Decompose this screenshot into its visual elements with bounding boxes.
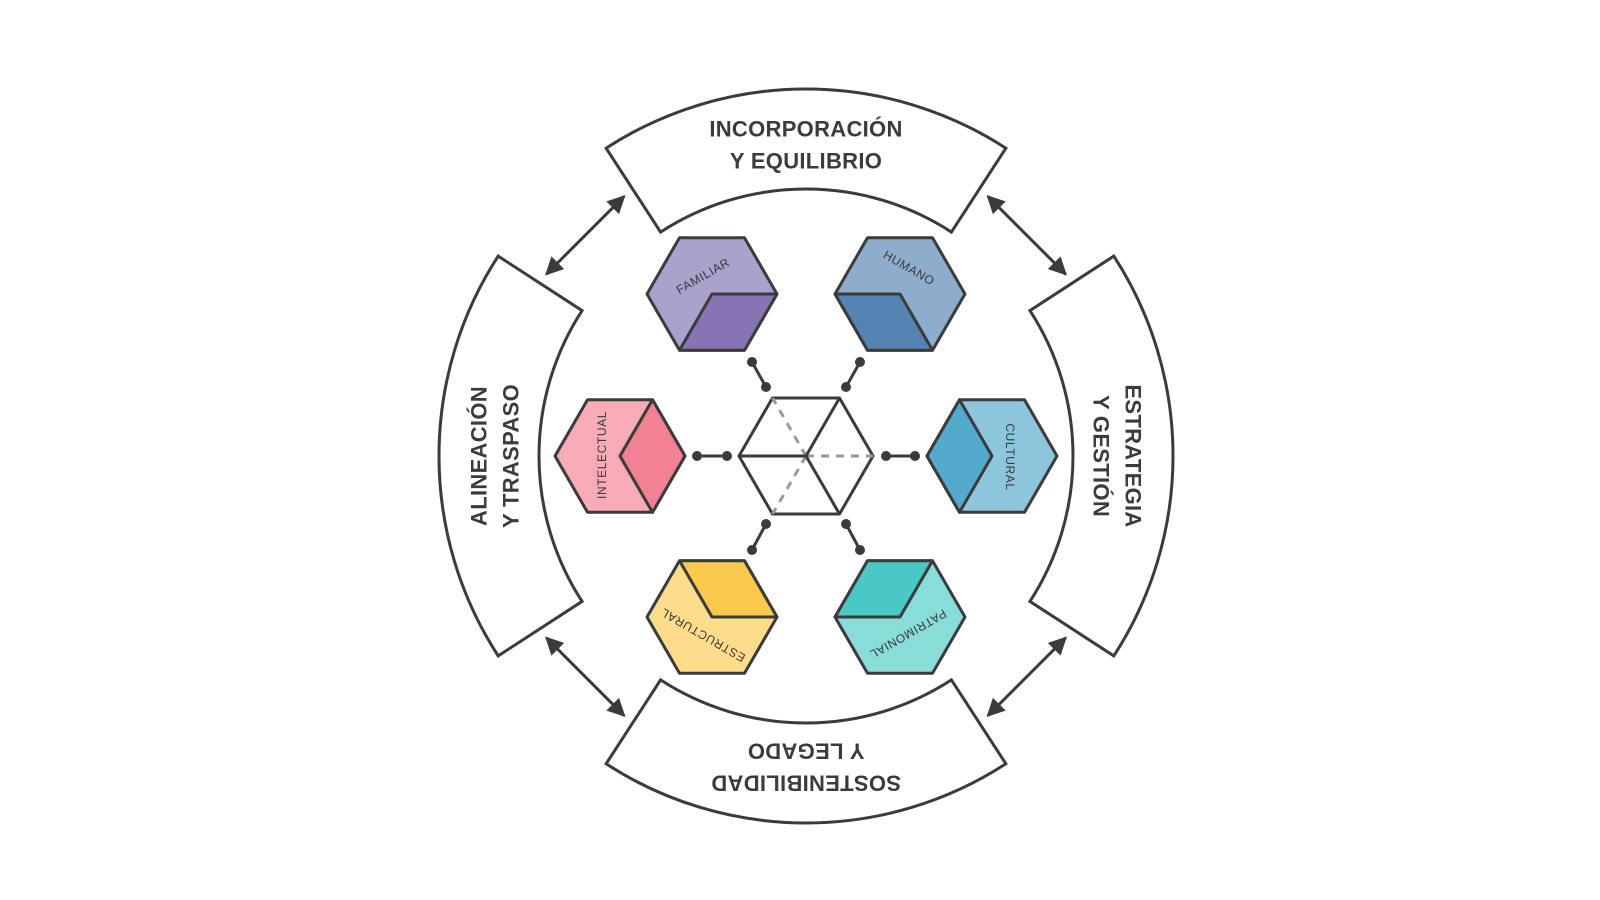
connector (747, 357, 771, 392)
connector-dot (761, 519, 771, 529)
hexagon-cultural: CULTURAL (925, 398, 1059, 514)
band-left: ALINEACIÓN Y TRASPASO (437, 254, 585, 658)
band-right: ESTRATEGIA Y GESTIÓN (1027, 254, 1175, 658)
connector-dot (761, 382, 771, 392)
connector (692, 451, 732, 461)
band-left-line-2: Y TRASPASO (499, 384, 524, 528)
band-bottom: SOSTENIBILIDAD Y LEGADO (604, 677, 1008, 825)
connector-dot (855, 545, 865, 555)
hexagon-humano: HUMANO (833, 236, 967, 352)
band-shape (604, 677, 1008, 825)
capital-hexagons: FAMILIAR HUMANO CULTURAL PATRIMONIAL ESTRUCT… (553, 236, 1059, 675)
band-top: INCORPORACIÓN Y EQUILIBRIO (604, 87, 1008, 235)
cube-face (678, 292, 779, 352)
connector-dot (692, 451, 702, 461)
hexagon-label: CULTURAL (1003, 423, 1017, 490)
hexagon-intelectual: INTELECTUAL (553, 398, 687, 514)
double-arrow-top-right (986, 195, 1067, 276)
band-top-line-1: INCORPORACIÓN (709, 117, 902, 142)
connectors (692, 357, 920, 555)
cube-face (833, 292, 934, 352)
connector (881, 451, 920, 461)
connector (841, 357, 865, 392)
connector-dot (722, 451, 732, 461)
connector-dot (910, 451, 920, 461)
connector (747, 519, 771, 555)
band-bottom-line-2: Y LEGADO (748, 739, 865, 764)
center-solid-edge (804, 455, 841, 515)
hexagon-familiar: FAMILIAR (645, 236, 779, 352)
band-shape (437, 254, 585, 658)
cycle-arrows (545, 195, 1067, 717)
connector-dot (747, 357, 757, 367)
band-bottom-line-1: SOSTENIBILIDAD (711, 771, 901, 796)
cube-face (678, 559, 779, 619)
band-right-line-1: ESTRATEGIA (1121, 384, 1146, 527)
cube-face (833, 559, 934, 619)
connector (841, 519, 865, 555)
cube-face (618, 398, 687, 514)
center-dashed-edge (771, 397, 808, 457)
band-shape (604, 87, 1008, 235)
center-dashed-edge (771, 455, 808, 515)
hexagon-label: INTELECTUAL (595, 411, 609, 499)
center-cube (737, 396, 875, 516)
hexagon-patrimonial: PATRIMONIAL (833, 559, 967, 675)
hexagon-estructural: ESTRUCTURAL (645, 559, 779, 675)
double-arrow-top-left (545, 195, 626, 276)
connector-dot (841, 519, 851, 529)
band-shape (1027, 254, 1175, 658)
connector-dot (881, 451, 891, 461)
outer-ring: INCORPORACIÓN Y EQUILIBRIO ESTRATEGIA Y GES… (437, 87, 1175, 825)
double-arrow-bottom-right (986, 636, 1067, 717)
double-arrow-bottom-left (545, 636, 626, 717)
connector-dot (855, 357, 865, 367)
band-left-line-1: ALINEACIÓN (467, 386, 492, 526)
center-solid-edge (804, 397, 841, 457)
connector-dot (841, 382, 851, 392)
cube-face (925, 398, 994, 514)
band-right-line-2: Y GESTIÓN (1089, 395, 1114, 517)
band-top-line-2: Y EQUILIBRIO (730, 149, 882, 174)
connector-dot (747, 545, 757, 555)
